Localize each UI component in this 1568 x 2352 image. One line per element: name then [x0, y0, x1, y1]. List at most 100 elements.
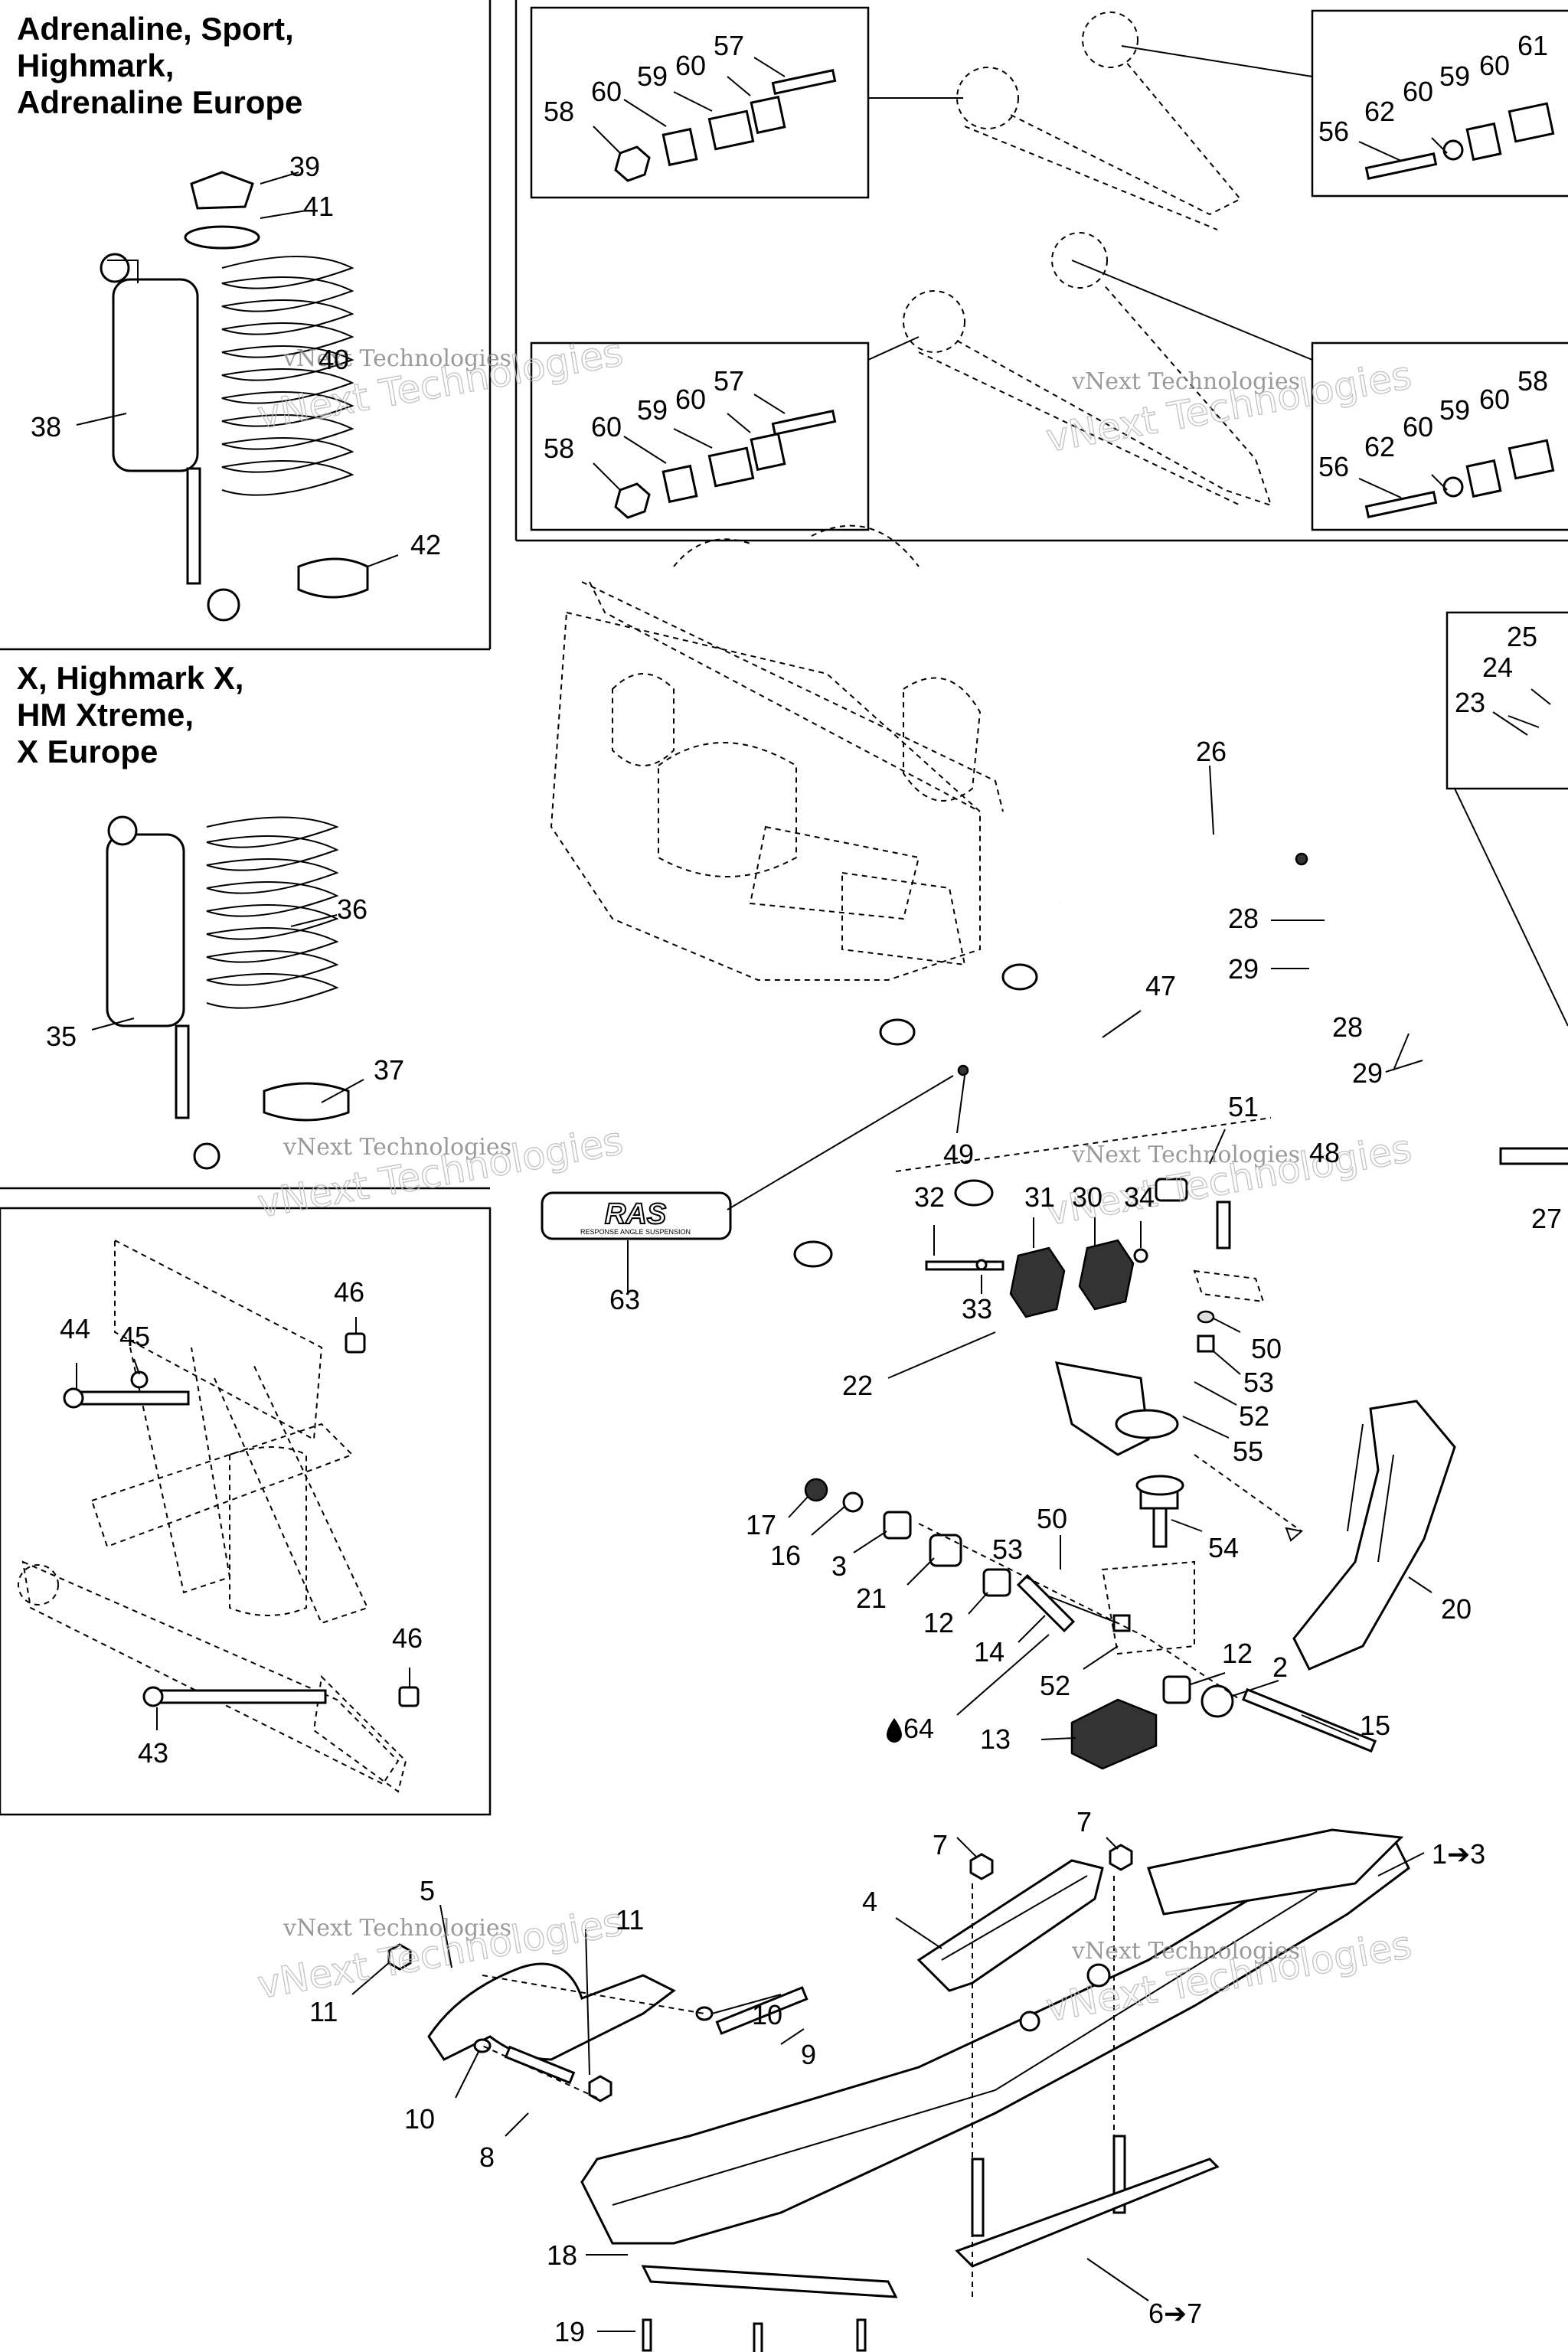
callout-10: 10 [752, 1999, 782, 2030]
ski-1-3 [580, 1828, 1410, 2245]
callout-57: 57 [714, 30, 744, 61]
callout-57: 57 [714, 365, 744, 397]
group-b-title: X, Highmark X, HM Xtreme, X Europe [17, 660, 243, 769]
callout-43: 43 [138, 1737, 168, 1769]
watermark-2: vNext Technologies [283, 1134, 511, 1161]
callout-39: 39 [289, 151, 320, 182]
callout-16: 16 [770, 1540, 801, 1571]
callout-3: 3 [831, 1550, 847, 1582]
callout-47: 47 [1145, 970, 1176, 1001]
callout-22: 22 [842, 1370, 873, 1401]
bolt-43 [148, 1689, 327, 1704]
shock-absorber-38 [112, 278, 199, 472]
group-a-title-line-1: Adrenaline, Sport, [17, 11, 294, 47]
callout-28: 28 [1228, 903, 1259, 934]
callout-49: 49 [943, 1138, 974, 1170]
callout-36: 36 [337, 893, 368, 925]
callout-18: 18 [547, 2239, 577, 2271]
callout-25: 25 [1507, 621, 1537, 652]
box-leaders [867, 45, 1313, 361]
wear-bar-18 [641, 2265, 898, 2298]
bracket-31 [1009, 1246, 1066, 1318]
upper-arm-dashed [903, 11, 1272, 507]
screws-19 [642, 2318, 867, 2352]
callout-6-to-7: 6➔7 [1148, 2298, 1202, 2329]
callout-labels: 57 60 59 60 58 61 60 59 60 62 56 57 60 5… [31, 30, 1562, 2347]
suspension-mount-assembly [18, 1239, 420, 1793]
callout-12: 12 [923, 1607, 954, 1638]
callout-13: 13 [980, 1723, 1011, 1755]
callout-53: 53 [1243, 1367, 1274, 1398]
callout-31: 31 [1024, 1181, 1055, 1213]
callout-29: 29 [1228, 953, 1259, 985]
callout-40: 40 [318, 344, 349, 375]
callout-45: 45 [119, 1321, 150, 1352]
callout-61: 61 [1517, 30, 1548, 61]
bracket-30 [1078, 1239, 1135, 1311]
spring-seat-41 [184, 225, 260, 250]
callout-59: 59 [637, 394, 668, 426]
panel-frames [0, 0, 1568, 1816]
callout-59: 59 [1439, 394, 1470, 426]
callout-33: 33 [962, 1293, 992, 1325]
bolt-9 [715, 1986, 808, 2035]
callout-51: 51 [1228, 1091, 1259, 1122]
shock-assembly-a [100, 171, 369, 622]
group-a-title: Adrenaline, Sport, Highmark, Adrenaline … [17, 11, 302, 120]
callout-54: 54 [1208, 1532, 1239, 1563]
spacer-12a [982, 1568, 1011, 1597]
ball-joints [1101, 1178, 1265, 1655]
callout-30: 30 [1072, 1181, 1102, 1213]
oil-drop-icon [887, 1718, 902, 1743]
callout-10: 10 [404, 2103, 435, 2135]
ski-handle-5 [427, 1962, 676, 2061]
sway-bar-26 [1058, 788, 1568, 1030]
spacer-12b [1162, 1675, 1191, 1704]
spring-40 [221, 256, 354, 496]
ski-mount-4 [916, 1859, 1104, 1992]
callout-8: 8 [479, 2141, 495, 2173]
callout-46: 46 [334, 1276, 364, 1308]
nut-11a [588, 2075, 612, 2102]
washer-10b [473, 2038, 492, 2053]
washer-10a [695, 2006, 714, 2021]
bushing-21 [929, 1534, 962, 1567]
callout-44: 44 [60, 1313, 90, 1344]
callout-59: 59 [637, 60, 668, 92]
callout-38: 38 [31, 411, 61, 443]
stopper-13 [1070, 1698, 1158, 1770]
bolt-detail-box-2 [1364, 102, 1555, 180]
callout-4: 4 [862, 1886, 877, 1917]
shock-assembly-b [106, 815, 350, 1170]
callout-17: 17 [746, 1509, 776, 1540]
bolt-detail-box-3 [614, 410, 837, 519]
callout-62: 62 [1364, 96, 1395, 127]
callout-50: 50 [1251, 1333, 1282, 1364]
callout-52: 52 [1040, 1670, 1070, 1701]
group-b-title-line-2: HM Xtreme, [17, 697, 194, 733]
callout-60: 60 [1403, 76, 1433, 107]
callout-11: 11 [309, 1996, 338, 2027]
callout-60: 60 [675, 384, 706, 415]
callout-58: 58 [544, 96, 574, 127]
callout-7: 7 [933, 1829, 948, 1860]
group-b-title-line-1: X, Highmark X, [17, 660, 243, 696]
watermark-1: vNext Technologies [283, 345, 511, 372]
shock-mount-blocks [925, 1239, 1148, 1318]
group-b-title-line-3: X Europe [17, 733, 158, 769]
callout-60: 60 [1479, 384, 1510, 415]
shock-absorber-35 [106, 833, 185, 1027]
callout-60: 60 [591, 411, 622, 443]
spring-adjuster-42 [297, 557, 369, 599]
callout-34: 34 [1124, 1181, 1155, 1213]
callout-55: 55 [1233, 1436, 1263, 1467]
upper-a-arm-47 [879, 963, 1158, 1145]
watermark-4: vNext Technologies [1071, 1142, 1300, 1168]
bushing-3 [883, 1511, 912, 1540]
group-a-title-line-2: Highmark, [17, 47, 174, 83]
callout-5: 5 [420, 1875, 435, 1906]
washer-16 [842, 1491, 864, 1513]
callout-15: 15 [1360, 1710, 1390, 1741]
callout-64: 64 [903, 1713, 934, 1744]
callout-7: 7 [1076, 1806, 1092, 1838]
